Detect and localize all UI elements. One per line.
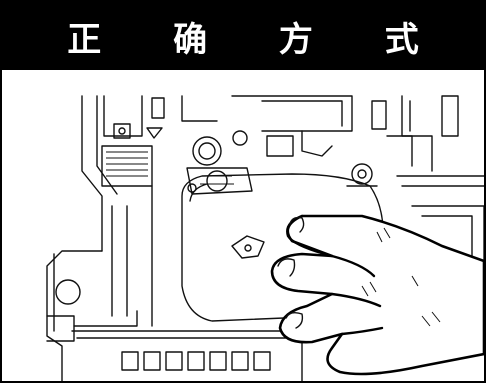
line-drawing <box>46 95 484 381</box>
device-body <box>46 95 484 381</box>
device-illustration <box>2 76 484 381</box>
panel-header: 正 确 方 式 <box>2 2 484 70</box>
slot-row <box>121 351 271 371</box>
panel-title: 正 确 方 式 <box>67 19 449 60</box>
header-divider <box>2 70 484 72</box>
pressing-hand-icon <box>270 214 484 376</box>
gear-assembly <box>186 130 253 195</box>
